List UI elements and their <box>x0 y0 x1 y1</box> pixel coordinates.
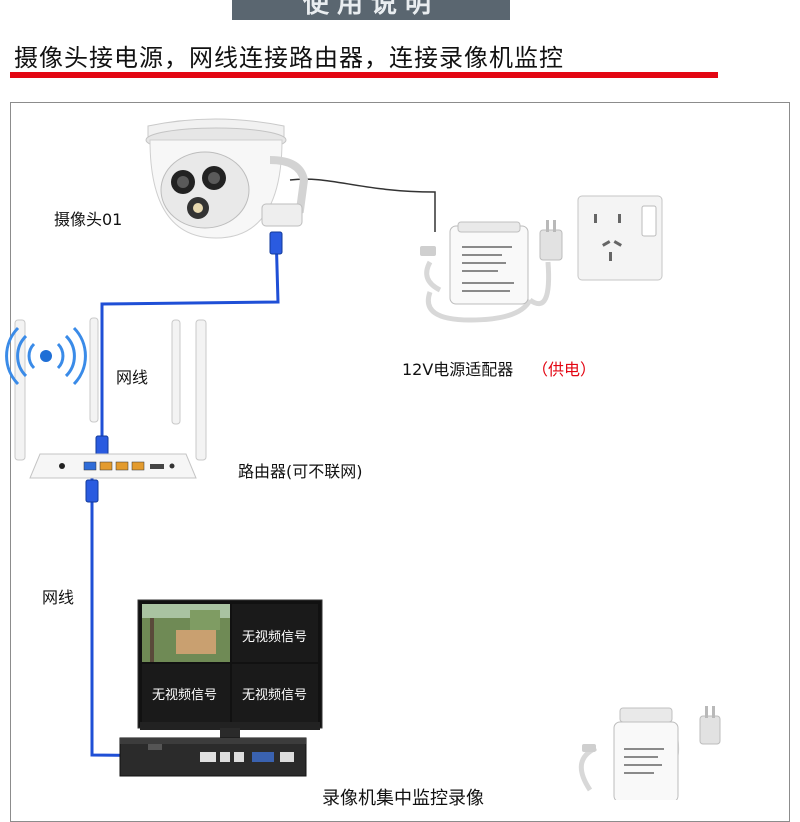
monitor-tile-text: 无视频信号 <box>242 688 308 703</box>
power-adapter-2 <box>578 706 721 800</box>
heading-underline <box>10 72 718 78</box>
monitor-tile-text: 无视频信号 <box>242 630 308 645</box>
cable-label-bottom: 网线 <box>42 588 75 607</box>
power-adapter <box>420 220 563 323</box>
wall-socket <box>577 195 663 281</box>
camera-label: 摄像头01 <box>54 210 123 229</box>
wifi-signal-icon <box>5 326 87 386</box>
power-cord <box>289 178 436 232</box>
title-banner: 使用说明 <box>232 0 510 20</box>
cable-camera-to-router <box>100 231 280 465</box>
nvr-recorder <box>119 737 307 777</box>
monitor-tile-text: 无视频信号 <box>152 688 218 703</box>
cable-label-top: 网线 <box>116 368 149 387</box>
monitor <box>137 599 323 742</box>
nvr-label: 录像机集中监控录像 <box>322 788 484 809</box>
connection-diagram <box>5 118 721 800</box>
page-heading: 摄像头接电源，网线连接路由器，连接录像机监控 <box>14 44 564 72</box>
adapter-note: （供电） <box>532 360 597 379</box>
router-label: 路由器(可不联网) <box>238 462 363 481</box>
dome-camera <box>145 118 309 239</box>
wifi-router <box>14 317 207 479</box>
adapter-label: 12V电源适配器 <box>402 360 514 379</box>
